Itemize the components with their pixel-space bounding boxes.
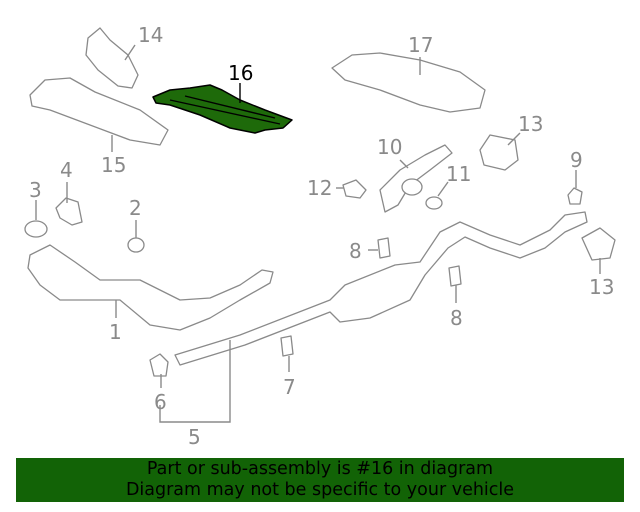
part-8-hanger-lower[interactable] xyxy=(448,265,462,287)
callout-1: 1 xyxy=(109,320,122,344)
part-9-insulator[interactable] xyxy=(567,187,583,205)
part-13-insulator-lower[interactable] xyxy=(581,227,616,261)
callout-15: 15 xyxy=(101,153,126,177)
callout-7: 7 xyxy=(283,375,296,399)
info-banner: Part or sub-assembly is #16 in diagram D… xyxy=(16,458,624,502)
part-7-hanger[interactable] xyxy=(280,335,294,357)
part-1-converter[interactable] xyxy=(27,244,274,331)
part-17-heat-shield[interactable] xyxy=(331,52,486,113)
part-12-gasket[interactable] xyxy=(342,179,367,199)
part-10-ring[interactable] xyxy=(401,178,423,196)
part-8-hanger-upper[interactable] xyxy=(377,237,391,259)
callout-17: 17 xyxy=(408,33,433,57)
callout-5: 5 xyxy=(188,425,201,449)
part-4-bracket[interactable] xyxy=(55,197,83,226)
callout-4: 4 xyxy=(60,158,73,182)
part-5-exhaust-pipe[interactable] xyxy=(174,211,588,366)
callout-16: 16 xyxy=(228,61,253,85)
callout-10: 10 xyxy=(377,135,402,159)
banner-line-2: Diagram may not be specific to your vehi… xyxy=(125,480,515,500)
part-11-gasket[interactable] xyxy=(425,196,443,210)
callout-8-lower: 8 xyxy=(450,306,463,330)
part-15-heat-shield[interactable] xyxy=(29,77,169,146)
callout-3: 3 xyxy=(29,178,42,202)
part-14-bracket[interactable] xyxy=(85,27,139,89)
part-6-clamp[interactable] xyxy=(149,353,169,377)
callout-13-upper: 13 xyxy=(518,112,543,136)
leader-lines xyxy=(35,44,601,423)
part-16-heat-shield[interactable] xyxy=(152,84,293,134)
callout-6: 6 xyxy=(154,390,167,414)
part-10-hanger[interactable] xyxy=(379,144,453,213)
part-3-gasket[interactable] xyxy=(24,220,48,238)
callout-8-upper: 8 xyxy=(349,239,362,263)
banner-line-1: Part or sub-assembly is #16 in diagram xyxy=(146,459,494,479)
callout-13-lower: 13 xyxy=(589,275,614,299)
callout-12: 12 xyxy=(307,176,332,200)
callout-11: 11 xyxy=(446,162,471,186)
callout-14: 14 xyxy=(138,23,163,47)
callout-2: 2 xyxy=(129,196,142,220)
part-2-gasket[interactable] xyxy=(127,237,145,253)
callout-9: 9 xyxy=(570,148,583,172)
